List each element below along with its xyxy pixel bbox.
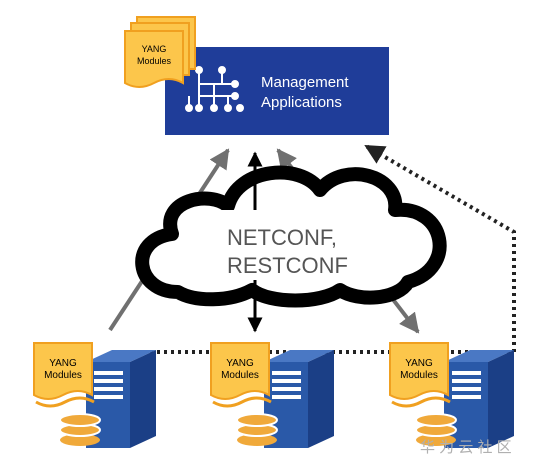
server-icon	[444, 350, 514, 448]
document-stack-icon: YANG Modules	[389, 342, 451, 408]
topology-icon	[185, 66, 244, 112]
protocol-line2: RESTCONF	[227, 253, 348, 278]
management-title-line1: Management	[261, 74, 349, 91]
mgmt-yang-line2: Modules	[137, 56, 172, 66]
document-stack-icon: YANG Modules	[124, 16, 196, 88]
device-1-yang-line2: Modules	[44, 370, 82, 381]
server-icon	[264, 350, 334, 448]
mgmt-yang-line1: YANG	[142, 44, 167, 54]
document-stack-icon: YANG Modules	[33, 342, 95, 408]
watermark: 华 为 云 社 区	[420, 439, 512, 456]
management-title-line2: Applications	[261, 94, 342, 111]
management-applications-box: Management Applications	[165, 47, 389, 135]
database-icon	[59, 413, 101, 446]
device-3: YANG Modules	[389, 342, 514, 448]
device-2-yang-line1: YANG	[226, 358, 254, 369]
document-stack-icon: YANG Modules	[210, 342, 272, 408]
protocol-line1: NETCONF,	[227, 225, 337, 250]
database-icon	[415, 413, 457, 446]
device-2-yang-line2: Modules	[221, 370, 259, 381]
database-icon	[236, 413, 278, 446]
device-1-yang-line1: YANG	[49, 358, 77, 369]
device-3-yang-line1: YANG	[405, 358, 433, 369]
device-1: YANG Modules	[33, 342, 156, 448]
device-3-yang-line2: Modules	[400, 370, 438, 381]
device-2: YANG Modules	[210, 342, 334, 448]
